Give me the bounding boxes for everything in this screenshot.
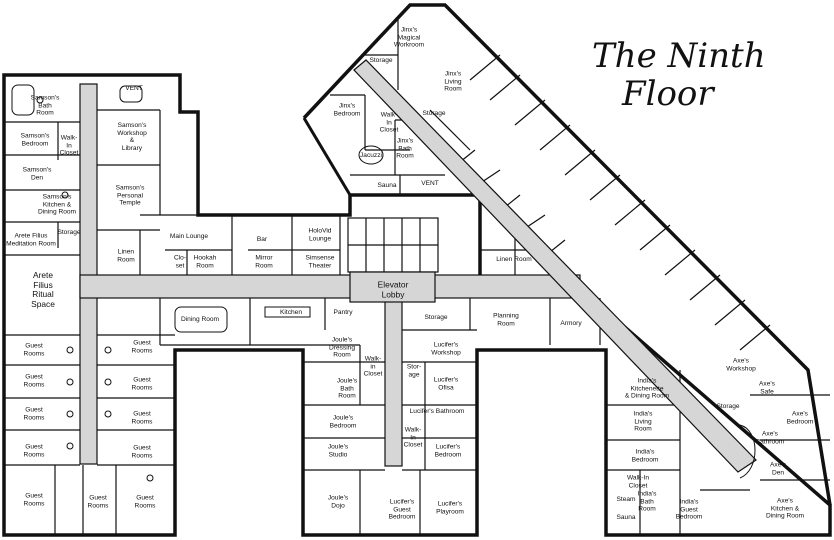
- toilet: [66, 346, 74, 354]
- toilet: [104, 378, 112, 386]
- toilet: [66, 442, 74, 450]
- main-corridor: [79, 274, 581, 299]
- counter: [264, 306, 311, 318]
- table: [174, 306, 228, 333]
- diagonal-corridor: [353, 59, 757, 473]
- west-wing-outer-wall: [2, 73, 832, 537]
- west-rooms-walls: [4, 109, 350, 535]
- floor-title-line-1: The Ninth: [592, 36, 766, 76]
- corridors: [79, 59, 757, 473]
- lounge-walls: [165, 215, 540, 275]
- central-rooms-walls: [159, 298, 601, 535]
- jacuzzi-tub: [358, 145, 384, 165]
- toilet: [61, 191, 69, 199]
- floor-title-line-2: Floor: [622, 74, 714, 114]
- center-corridor-a: [384, 297, 403, 467]
- toilet: [146, 474, 154, 482]
- fixtures: [11, 84, 756, 482]
- toilet: [104, 410, 112, 418]
- elevator-lobby-floor: [349, 271, 436, 303]
- northeast-wing-outer-wall: [302, 3, 832, 506]
- bathtub: [11, 84, 35, 116]
- southeast-rooms-walls: [606, 370, 830, 535]
- bathtub: [739, 424, 756, 479]
- toilet: [36, 96, 44, 104]
- northeast-wing-inner-wall: [302, 117, 352, 196]
- toilet: [66, 378, 74, 386]
- toilet: [104, 346, 112, 354]
- toilet: [66, 410, 74, 418]
- bathtub: [119, 85, 143, 103]
- west-corridor: [79, 83, 98, 465]
